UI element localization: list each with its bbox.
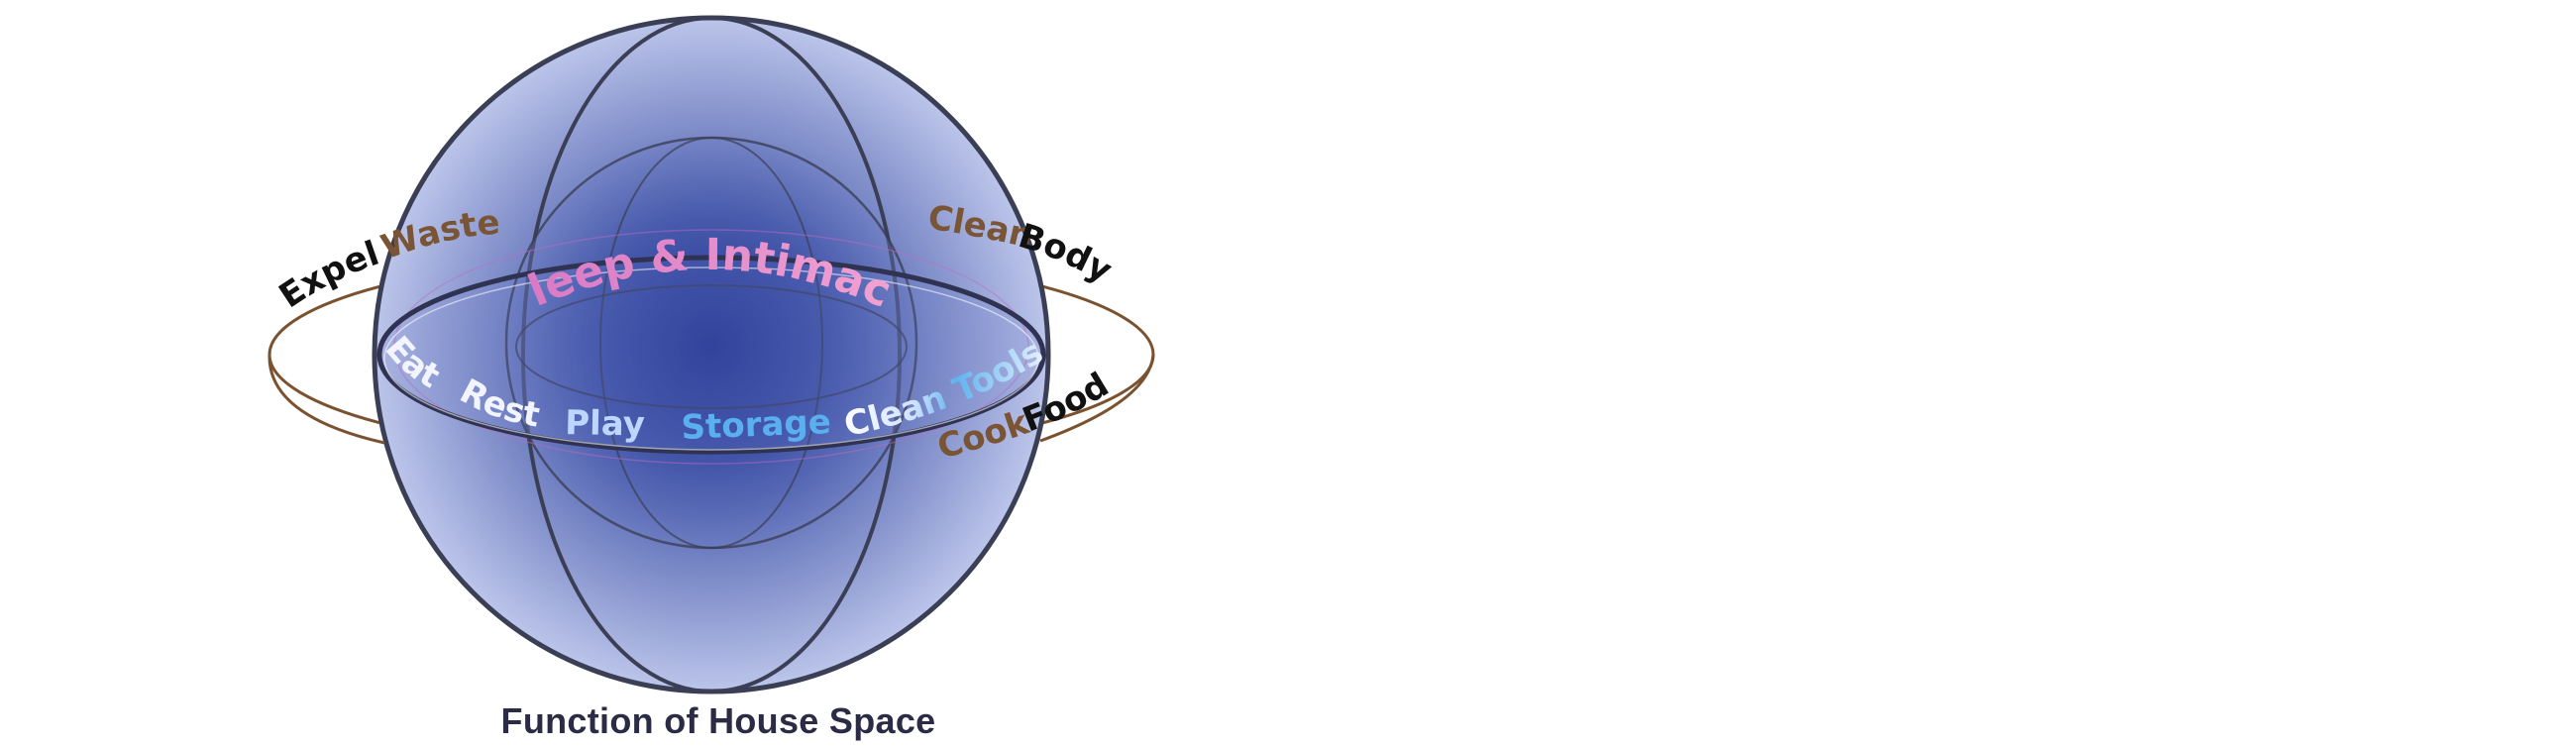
diagram-caption: Function of House Space — [500, 700, 936, 741]
outer-orbit-front-left — [268, 354, 385, 445]
faint-latitude-line — [393, 229, 1029, 465]
label-play: Play — [565, 403, 645, 445]
label-storage: Storage — [681, 402, 832, 448]
inner-equator-ellipse — [515, 284, 908, 409]
outer-orbit-front-right — [1039, 354, 1155, 443]
equator-ring — [376, 255, 1046, 455]
inner-meridian-ellipse — [599, 137, 823, 549]
equator-ring-inner-edge — [383, 267, 1039, 451]
